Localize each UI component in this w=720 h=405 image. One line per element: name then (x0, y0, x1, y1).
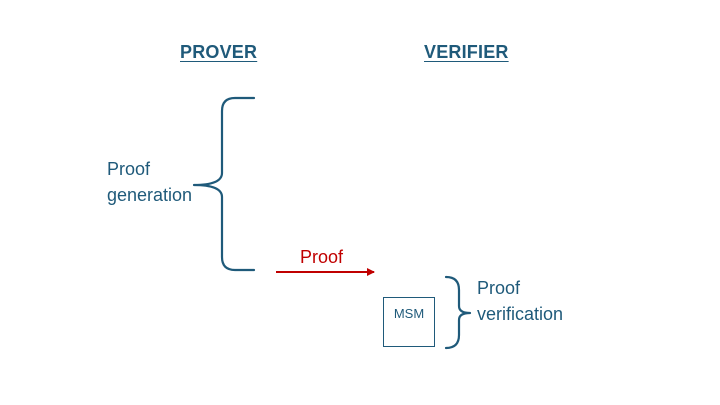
proof-verification-label: Proof verification (477, 275, 563, 327)
proof-verification-brace (444, 275, 472, 350)
proof-generation-label-line1: Proof (107, 159, 151, 179)
proof-generation-brace (192, 96, 256, 272)
proof-arrow-label: Proof (300, 247, 344, 267)
verifier-title: VERIFIER (424, 42, 509, 62)
proof-verification-label-line2: verification (477, 304, 564, 324)
proof-generation-label-line2: generation (107, 185, 193, 205)
prover-title: PROVER (180, 42, 258, 62)
msm-label: MSM (393, 306, 425, 321)
msm-box: MSM (383, 297, 435, 347)
proof-verification-label-line1: Proof (477, 278, 521, 298)
proof-generation-label: Proof generation (107, 156, 192, 208)
